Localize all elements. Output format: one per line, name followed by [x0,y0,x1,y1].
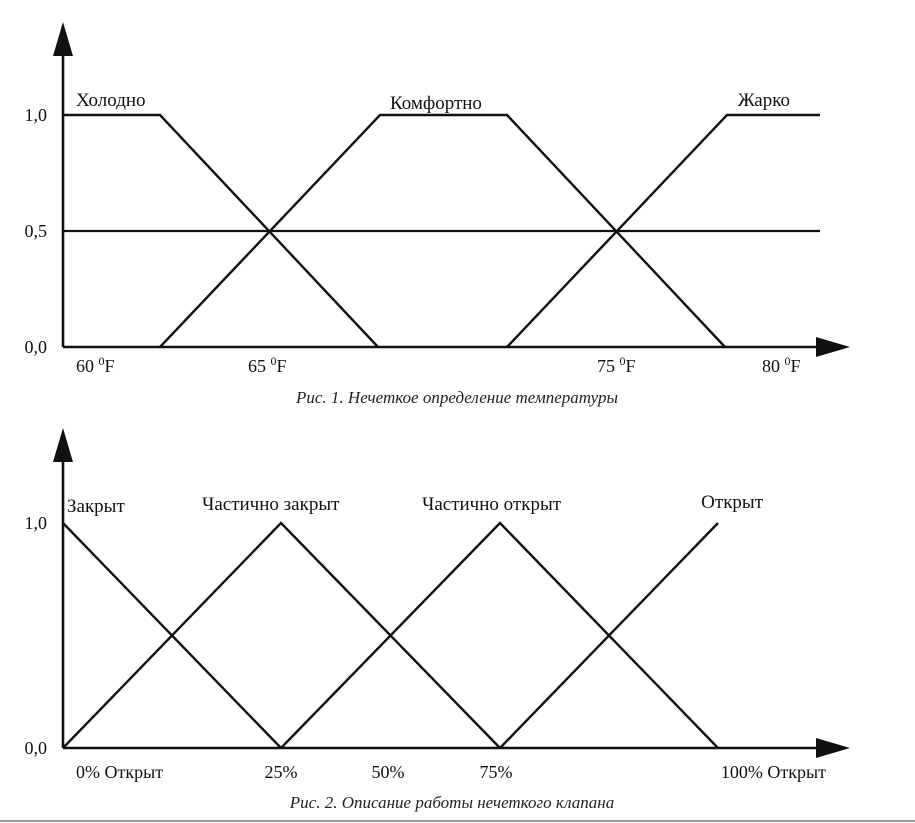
chart2-x-tick-label: 100% Открыт [721,762,826,782]
chart1-series-1-line [63,113,379,348]
chart1-series-3-line [506,113,820,348]
chart2-y-tick-label: 0,0 [25,738,48,758]
chart2-series-2-line [62,521,501,749]
chart2-series-4-label: Открыт [701,492,764,513]
chart1-y-tick-label: 1,0 [25,105,48,125]
chart2-x-tick-label: 75% [480,762,513,782]
chart2-series-4-line [499,522,719,749]
chart1-x-tick-label: 60 0F [76,354,115,376]
chart2-y-axis-arrow [53,428,73,462]
chart1-x-tick-label: 80 0F [762,354,801,376]
chart1-series-2-label: Комфортно [390,93,482,114]
chart1-caption: Рис. 1. Нечеткое определение температуры [295,388,618,407]
chart1-y-axis-arrow [53,22,73,56]
chart1-series-3-label: Жарко [738,90,790,111]
chart1-series-1-label: Холодно [76,90,146,111]
chart2-caption: Рис. 2. Описание работы нечеткого клапан… [289,793,614,812]
chart2-y-tick-label: 1,0 [25,513,48,533]
chart2-x-tick-label: 25% [265,762,298,782]
chart2-x-tick-label: 50% [372,762,405,782]
chart1-x-tick-label: 65 0F [248,354,287,376]
chart1-x-axis-arrow [816,337,850,357]
chart1-x-tick-label: 75 0F [597,354,636,376]
chart1-y-tick-label: 0,0 [25,337,48,357]
chart2-series-1-label: Закрыт [67,496,125,517]
chart2-x-tick-label: 0% Открыт [76,762,163,782]
chart2-series-2-label: Частично закрыт [202,494,340,515]
chart2-series-3-label: Частично открыт [422,494,562,515]
chart1-y-tick-label: 0,5 [25,221,48,241]
chart2-x-axis-arrow [816,738,850,758]
chart2-series-3-line [280,521,719,749]
